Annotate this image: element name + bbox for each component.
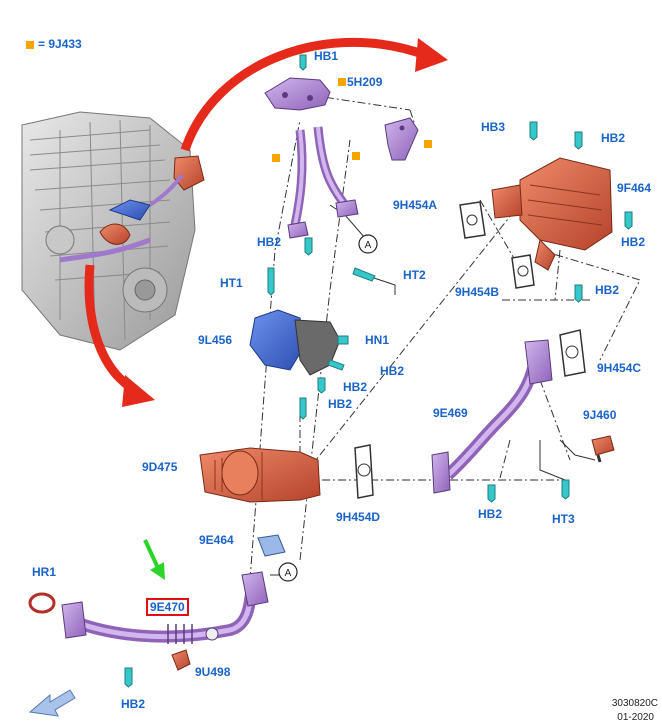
part-9e464-clip <box>257 534 286 557</box>
label-9h454c: 9H454C <box>597 361 642 375</box>
part-9h454a-gasket <box>459 201 486 239</box>
part-5h209-bracket <box>264 77 331 111</box>
part-egr-tubes <box>287 126 359 239</box>
part-9d475-egr-valve <box>199 447 321 503</box>
label-9d475: 9D475 <box>142 460 178 474</box>
label-hb2-hn1: HB2 <box>380 364 405 378</box>
bolts <box>124 54 633 688</box>
part-hr1-gasket <box>28 592 56 614</box>
label-9u498: 9U498 <box>195 665 231 679</box>
label-hn1: HN1 <box>365 333 390 347</box>
ref-marker-a-lower <box>278 562 298 582</box>
marker-9j433-b <box>272 154 280 162</box>
ref-marker-a-upper <box>358 234 378 254</box>
bolt-hb2-d <box>304 237 313 256</box>
bolt-hb2-h <box>487 484 496 503</box>
label-5h209: 5H209 <box>347 75 383 89</box>
red-arrow-upper <box>180 38 427 152</box>
red-arrow-lower-head <box>122 375 155 407</box>
marker-9j433-c <box>352 152 360 160</box>
label-hb1: HB1 <box>314 49 339 63</box>
bolt-hb2-e <box>327 359 345 371</box>
label-9h454d: 9H454D <box>336 510 381 524</box>
part-9e469-pipe <box>431 339 553 494</box>
bolt-hb2-f <box>317 377 326 394</box>
red-arrow-lower <box>84 264 138 394</box>
bolt-hn1 <box>337 335 349 345</box>
legend: = 9J433 <box>26 37 82 51</box>
part-small-bracket <box>384 117 419 161</box>
marker-9j433-d <box>424 140 432 148</box>
bolt-hb2-a <box>574 131 583 150</box>
part-9f464-egr-cooler <box>491 157 613 271</box>
bolt-hb1 <box>299 54 307 71</box>
legend-swatch <box>26 40 34 49</box>
bolt-hb2-c <box>574 284 583 303</box>
label-9l456: 9L456 <box>198 333 233 347</box>
label-hr1: HR1 <box>32 565 57 579</box>
label-hb2-left: HB2 <box>257 235 282 249</box>
green-pointer-arrow <box>143 539 165 580</box>
front-direction-arrow <box>28 689 76 717</box>
marker-9j433-a <box>338 78 346 86</box>
legend-text: = 9J433 <box>38 37 82 51</box>
reference-number: 3030820C <box>611 698 658 709</box>
label-ht1: HT1 <box>220 276 243 290</box>
label-9e464: 9E464 <box>199 533 234 547</box>
bolt-hb2-b <box>624 211 633 230</box>
label-hb2-9d475: HB2 <box>328 397 353 411</box>
label-hb2-9h454b: HB2 <box>595 283 620 297</box>
label-hb2-right: HB2 <box>621 235 646 249</box>
bolt-hb2-g <box>299 397 307 420</box>
label-ht3: HT3 <box>552 512 575 526</box>
bolt-hb3 <box>529 121 538 141</box>
label-9e469: 9E469 <box>433 406 468 420</box>
label-ht2: HT2 <box>403 268 426 282</box>
label-9j460: 9J460 <box>583 408 617 422</box>
part-9u498-sensor <box>171 649 191 671</box>
part-9e470-pipe <box>61 571 269 644</box>
label-9f464: 9F464 <box>617 181 652 195</box>
part-9j460-sensor <box>591 435 615 463</box>
bolt-ht1 <box>267 267 275 296</box>
red-arrow-upper-head <box>415 38 448 72</box>
label-hb2-9e469: HB2 <box>478 507 503 521</box>
part-9h454b-gasket <box>511 254 535 289</box>
label-9e470-highlighted: 9E470 <box>146 598 189 616</box>
bolt-hb2-i <box>124 667 133 688</box>
label-hb2-9l456: HB2 <box>343 380 368 394</box>
part-9h454c-gasket <box>559 329 586 377</box>
revision-date: 01-2020 <box>617 712 654 723</box>
bolt-ht2 <box>352 267 376 282</box>
ref-a-lower-text: A <box>285 568 292 579</box>
ref-a-upper-text: A <box>365 240 372 251</box>
label-hb3: HB3 <box>481 120 506 134</box>
engine-block <box>21 111 205 351</box>
label-hb2-top: HB2 <box>601 131 626 145</box>
bolt-ht3 <box>561 479 570 500</box>
label-9h454a: 9H454A <box>393 198 438 212</box>
label-9h454b: 9H454B <box>455 285 500 299</box>
part-9l456 <box>249 309 341 376</box>
part-9h454d-gasket <box>354 444 374 499</box>
label-hb2-bottom: HB2 <box>121 697 146 711</box>
